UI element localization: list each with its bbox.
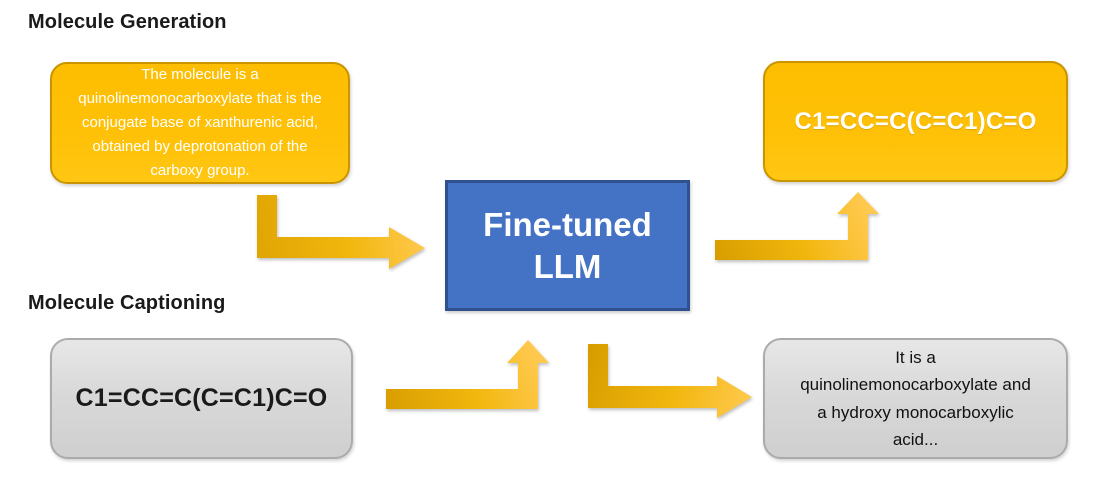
arrow-gen-input-to-llm (257, 195, 425, 269)
heading-molecule-generation: Molecule Generation (28, 11, 227, 33)
generation-input-description-text: The molecule is a quinolinemonocarboxyla… (78, 66, 322, 179)
generation-output-smiles-text: C1=CC=C(C=C1)C=O (794, 107, 1037, 135)
captioning-output-description-text: It is a quinolinemonocarboxylate and a h… (800, 348, 1031, 449)
captioning-input-smiles-box: C1=CC=C(C=C1)C=O (50, 338, 353, 459)
heading-molecule-captioning: Molecule Captioning (28, 292, 226, 314)
captioning-input-smiles-text: C1=CC=C(C=C1)C=O (75, 384, 328, 412)
arrow-llm-to-cap-output (588, 344, 752, 418)
generation-output-smiles-box: C1=CC=C(C=C1)C=O (763, 61, 1068, 182)
arrow-cap-input-to-llm (386, 340, 549, 409)
generation-input-description-box: The molecule is a quinolinemonocarboxyla… (50, 62, 350, 184)
arrow-llm-to-gen-output (715, 192, 879, 260)
captioning-output-description-box: It is a quinolinemonocarboxylate and a h… (763, 338, 1068, 459)
fine-tuned-llm-box: Fine-tuned LLM (445, 180, 690, 311)
fine-tuned-llm-label: Fine-tuned LLM (483, 206, 652, 285)
